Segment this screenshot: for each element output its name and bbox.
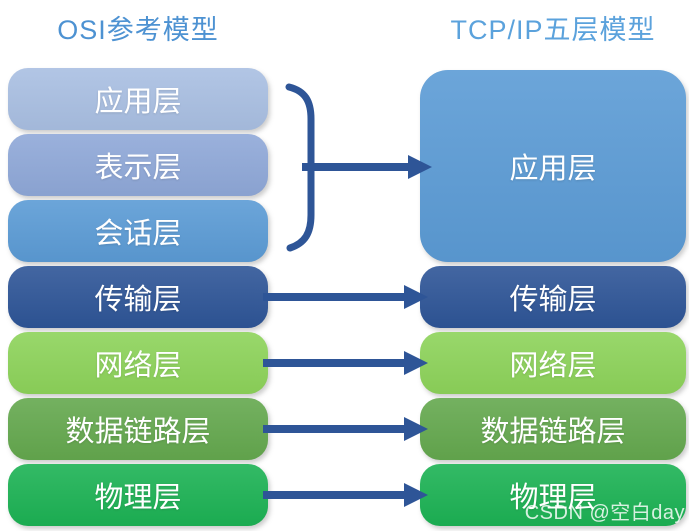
watermark: CSDN @空白day <box>524 502 685 524</box>
osi-layer-session: 会话层 <box>8 200 268 262</box>
tcpip-layer-transport: 传输层 <box>420 266 686 328</box>
tcpip-layer-datalink: 数据链路层 <box>420 398 686 460</box>
osi-layer-network: 网络层 <box>8 332 268 394</box>
osi-layer-application: 应用层 <box>8 68 268 130</box>
osi-layer-transport: 传输层 <box>8 266 268 328</box>
brace-top3-layers <box>285 83 315 252</box>
osi-layer-datalink: 数据链路层 <box>8 398 268 460</box>
tcpip-layer-application: 应用层 <box>420 70 686 262</box>
tcpip-column-title: TCP/IP五层模型 <box>450 15 656 45</box>
osi-column-title: OSI参考模型 <box>57 15 219 45</box>
osi-layer-physical: 物理层 <box>8 464 268 526</box>
osi-layer-presentation: 表示层 <box>8 134 268 196</box>
tcpip-layer-network: 网络层 <box>420 332 686 394</box>
tcpip-layer-physical: 物理层 <box>420 464 686 526</box>
